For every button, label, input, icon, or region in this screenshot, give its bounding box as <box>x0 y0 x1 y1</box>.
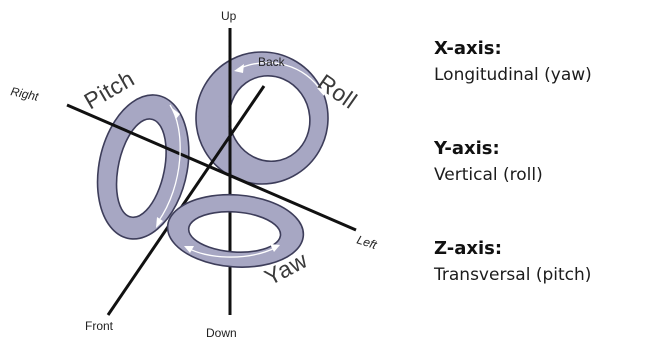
label-down: Down <box>206 326 237 340</box>
legend-title: Y-axis: <box>434 138 500 159</box>
yaw-ring <box>168 195 304 267</box>
label-back: Back <box>258 55 286 69</box>
label-right: Right <box>9 84 40 104</box>
legend-entry-x-axis: X-axis: Longitudinal (yaw) <box>434 36 665 136</box>
legend-description: Transversal (pitch) <box>434 265 592 285</box>
axis-legend: X-axis: Longitudinal (yaw) Y-axis: Verti… <box>434 36 665 336</box>
legend-entry-z-axis: Z-axis: Transversal (pitch) <box>434 236 665 336</box>
longitudinal-axis-line <box>106 85 266 316</box>
pitch-arrows <box>156 104 181 228</box>
legend-title: Z-axis: <box>434 238 503 259</box>
legend-description: Vertical (roll) <box>434 165 543 185</box>
legend-description: Longitudinal (yaw) <box>434 65 592 85</box>
roll-arrows <box>234 62 326 96</box>
label-front: Front <box>85 319 114 333</box>
legend-title: X-axis: <box>434 38 502 59</box>
transverse-axis-line <box>66 103 357 232</box>
yaw-arrows <box>184 244 280 258</box>
label-left: Left <box>355 233 379 253</box>
roll-ring <box>196 52 328 184</box>
pitch-ring <box>98 95 189 239</box>
label-up: Up <box>221 9 237 23</box>
legend-entry-y-axis: Y-axis: Vertical (roll) <box>434 136 665 236</box>
